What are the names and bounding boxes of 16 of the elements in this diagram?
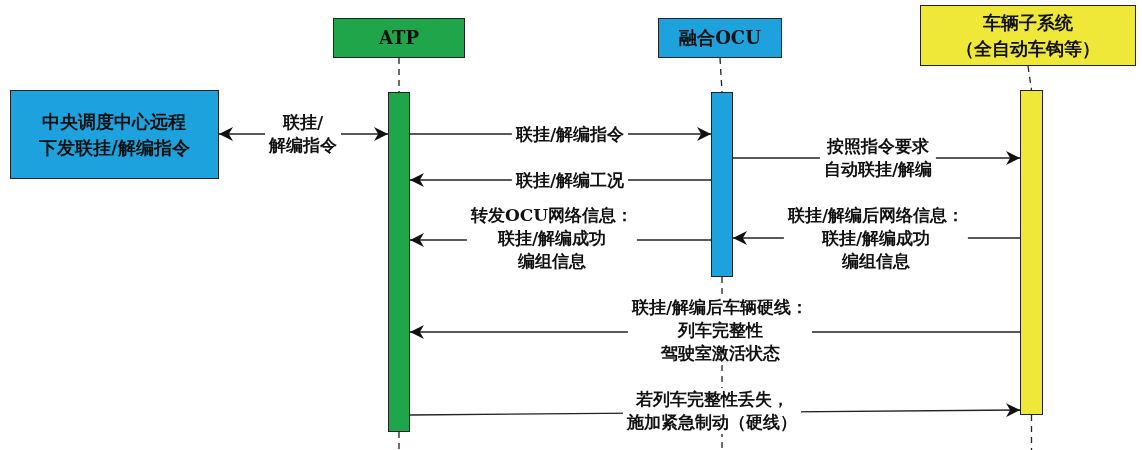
edge-label: 联挂/解编后车辆硬线：列车完整性驾驶室激活状态 [627, 295, 813, 365]
lifeline-header: ATP [333, 18, 465, 58]
lifeline [1027, 65, 1033, 91]
edge-label: 联挂/解编后网络信息：联挂/解编成功编组信息 [783, 203, 969, 273]
edge-label: 联挂/解编指令 [511, 122, 629, 146]
lifeline-header: 车辆子系统（全自动车钩等） [920, 5, 1136, 66]
edge-label: 按照指令要求自动联挂/解编 [819, 135, 937, 181]
activation-bar [388, 92, 410, 432]
lifeline-header: 融合OCU [658, 18, 782, 58]
activation-bar [711, 92, 733, 277]
activation-bar [1020, 90, 1043, 415]
edge-label: 转发OCU网络信息：联挂/解编成功编组信息 [466, 203, 638, 273]
edge-label: 联挂/解编指令 [265, 111, 341, 157]
edge-label: 联挂/解编工况 [511, 168, 629, 192]
command-box: 中央调度中心远程下发联挂/解编指令 [10, 90, 219, 179]
edge-label: 若列车完整性丢失，施加紧急制动（硬线） [623, 388, 801, 434]
